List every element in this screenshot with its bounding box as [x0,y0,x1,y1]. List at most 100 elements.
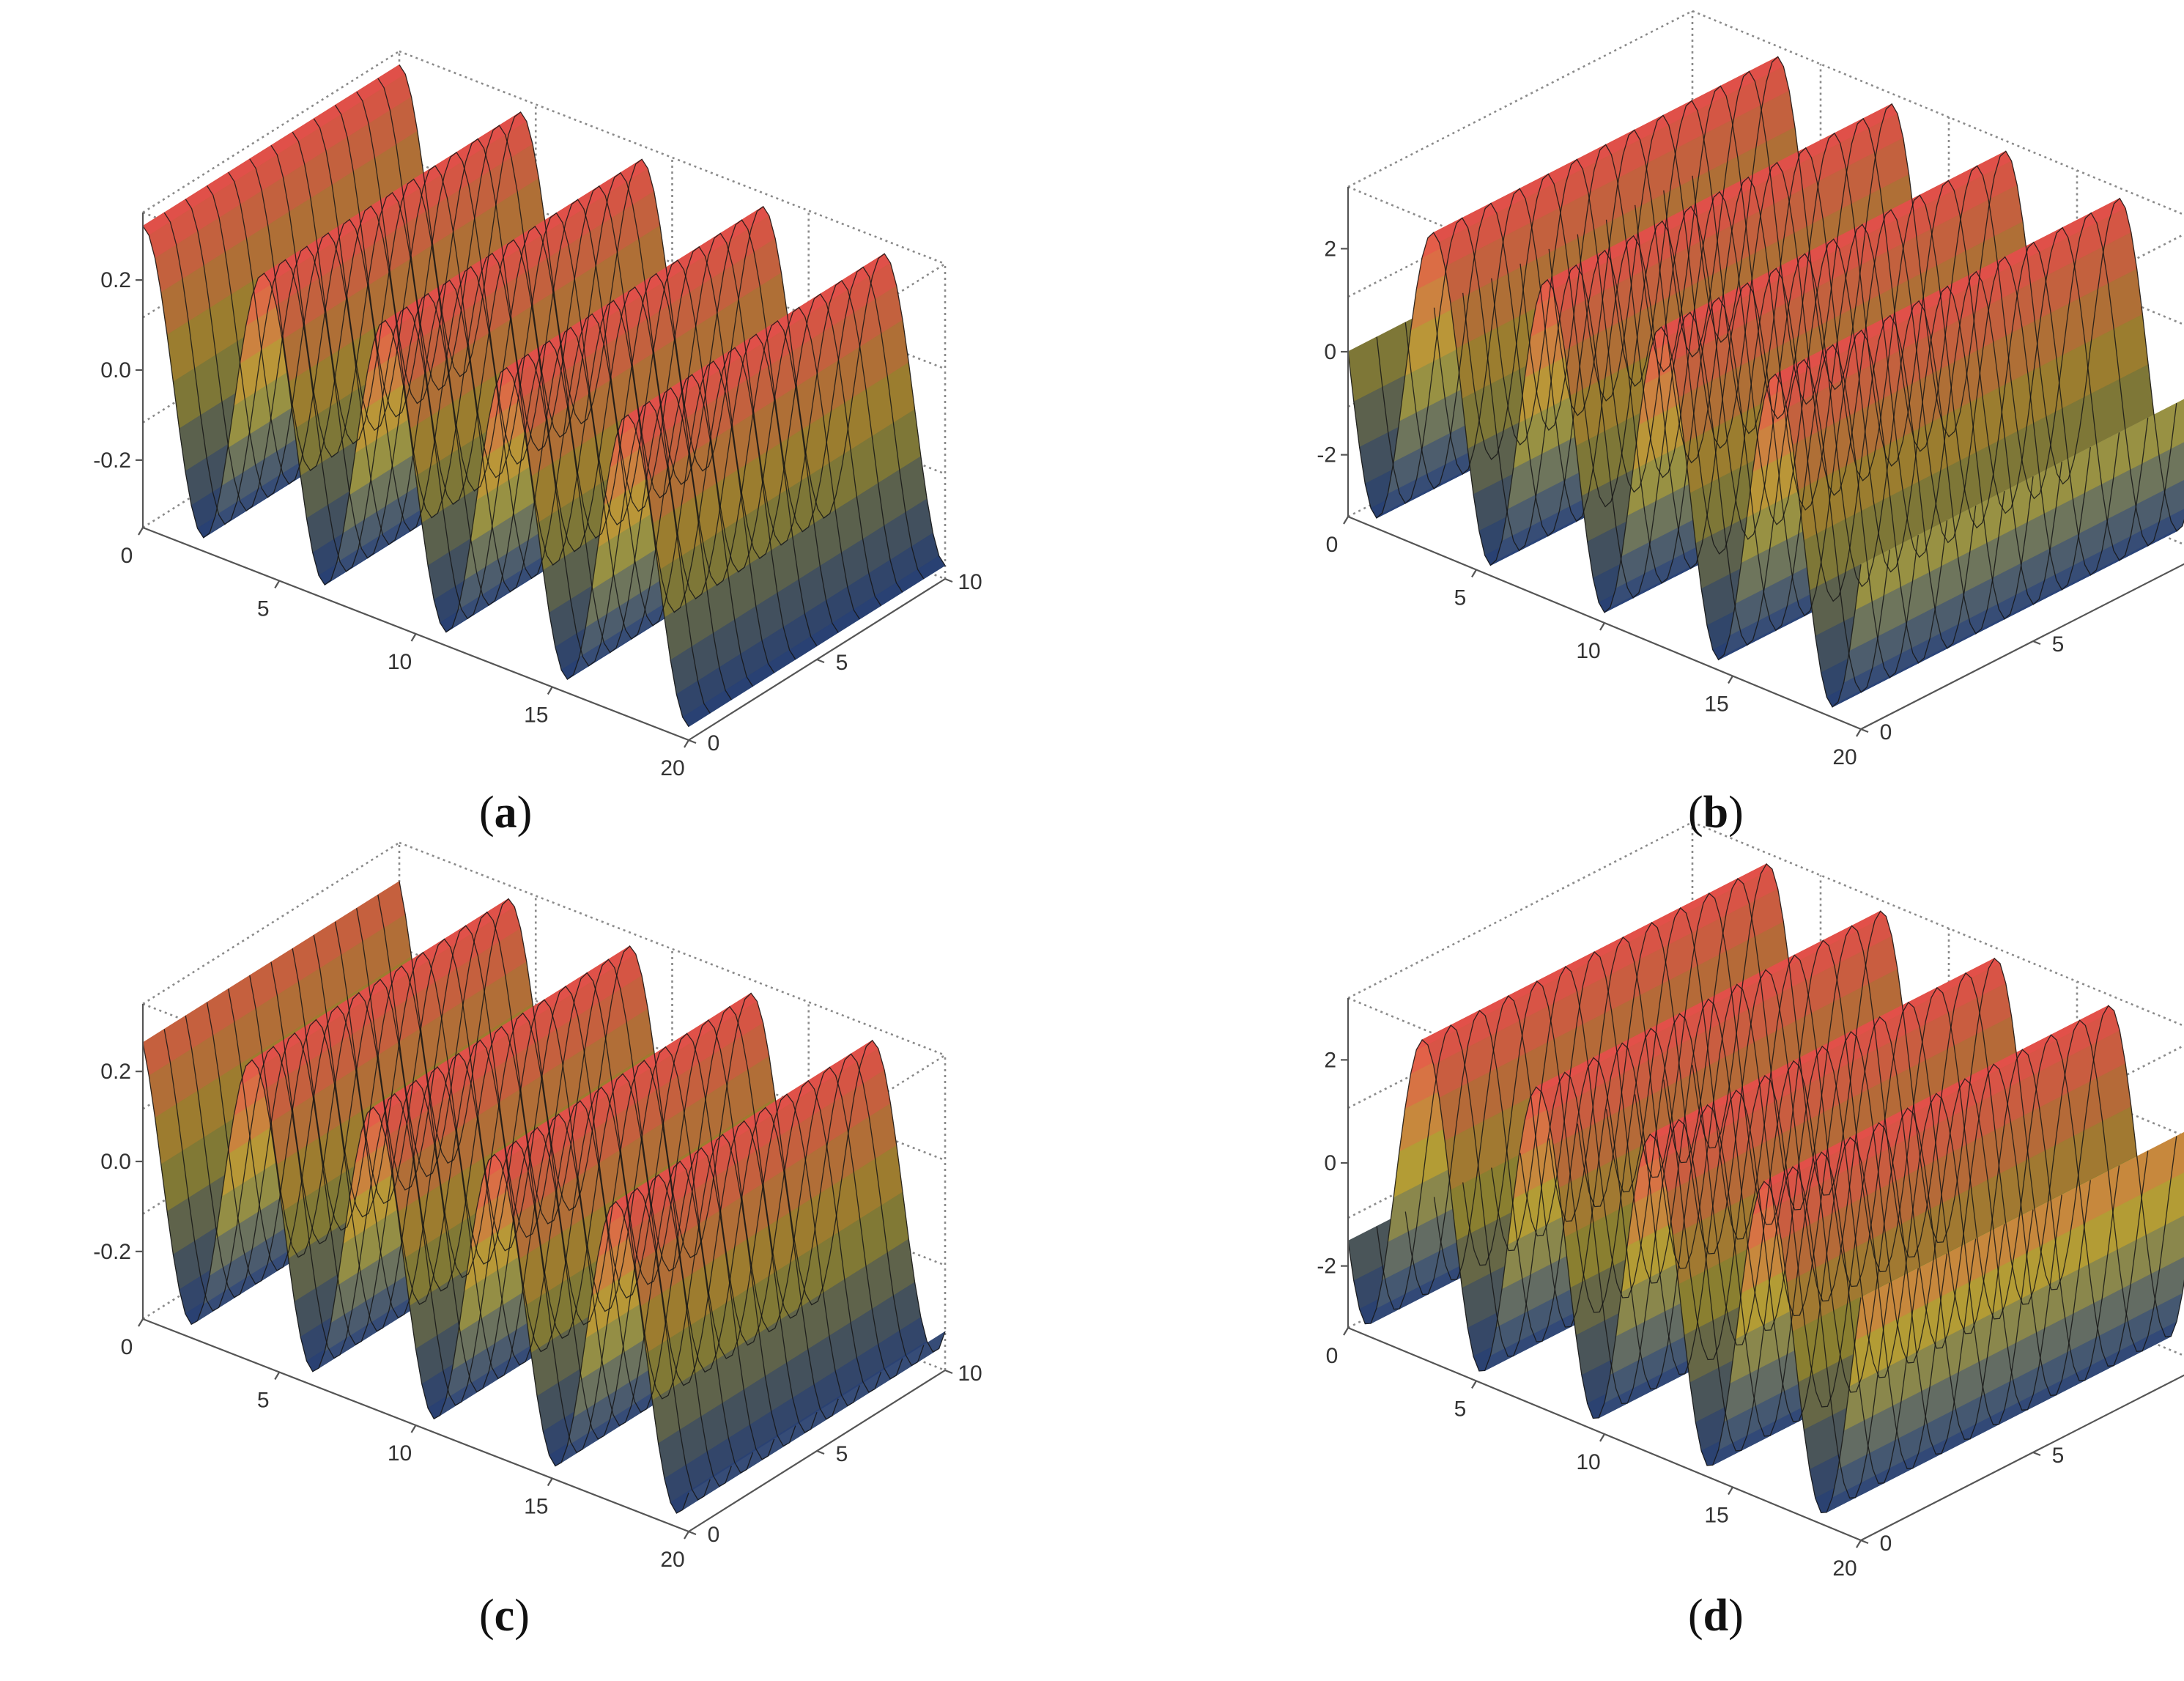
x-tick-mark [1728,1486,1733,1496]
y-tick-label: 5 [2052,1444,2065,1468]
z-tick-label: 0.0 [100,1150,131,1174]
y-tick-mark [1860,728,1869,734]
x-tick-label: 0 [121,544,133,568]
y-tick-mark [688,1530,697,1536]
mesh-line [249,158,796,660]
mesh-line [377,78,925,580]
y-tick-label: 0 [1880,720,1892,745]
x-tick-label: 15 [1704,692,1728,717]
z-tick-label: -2 [1317,443,1336,468]
y-tick-label: 10 [958,1362,982,1386]
mesh-line [206,185,754,687]
x-tick-label: 5 [257,597,270,621]
panel-label-a: (a) [479,788,533,838]
y-tick-label: 5 [836,1442,848,1466]
y-tick-mark [944,1369,953,1375]
x-tick-label: 5 [1454,1397,1467,1422]
y-tick-label: 5 [836,651,848,675]
panel-label-c: (c) [479,1591,530,1641]
x-tick-label: 10 [1576,639,1600,663]
x-tick-mark [1599,622,1605,631]
y-tick-mark [2032,1451,2041,1457]
x-tick-label: 10 [388,650,412,674]
x-tick-label: 15 [524,703,548,728]
x-tick-label: 0 [1326,533,1339,557]
x-tick-mark [138,527,144,536]
z-tick-label: 2 [1324,1048,1336,1072]
box-edge [142,50,400,214]
x-tick-label: 20 [660,756,684,780]
y-tick-label: 0 [1880,1532,1892,1556]
x-tick-mark [274,580,281,589]
mesh-line [399,64,946,566]
y-tick-mark [816,658,825,664]
y-tick-label: 5 [2052,632,2065,657]
surface-a [142,64,946,728]
panel-label-d: (d) [1688,1591,1744,1641]
z-tick-label: -2 [1317,1255,1336,1279]
x-tick-mark [274,1371,281,1381]
y-tick-mark [688,739,697,745]
x-tick-label: 20 [1832,745,1857,769]
x-tick-mark [410,633,417,642]
x-tick-mark [1471,1380,1477,1389]
x-tick-mark [1728,675,1733,684]
x-tick-mark [547,686,553,695]
y-tick-mark [944,577,953,583]
x-tick-label: 0 [121,1335,133,1359]
x-tick-label: 10 [388,1441,412,1466]
x-tick-mark [410,1425,417,1433]
z-tick-label: 0.2 [100,1060,131,1084]
y-tick-mark [1860,1539,1869,1545]
box-edge [399,50,946,265]
x-tick-label: 0 [1326,1344,1339,1368]
z-tick-label: 2 [1324,237,1336,261]
x-tick-label: 5 [257,1389,270,1413]
x-tick-mark [1856,1540,1862,1548]
y-tick-mark [2032,640,2041,646]
mesh-a [142,64,946,727]
z-tick-label: 0 [1324,1151,1336,1175]
y-tick-mark [816,1449,825,1455]
x-tick-label: 20 [1832,1556,1857,1581]
z-tick-label: 0.2 [100,268,131,292]
x-tick-mark [138,1318,144,1327]
box-edge [688,262,946,426]
mesh-line [292,131,839,633]
y-tick-label: 0 [708,1523,720,1547]
y-tick-label: 0 [708,731,720,755]
mesh-line [356,91,903,593]
x-tick-label: 10 [1576,1450,1600,1474]
axes-a: 0 5 10 15 20 0 5 10 0.2 0.0 -0.2 [93,213,982,780]
surface-c [142,881,946,1514]
z-tick-label: -0.2 [93,448,131,473]
z-tick-label: -0.2 [93,1240,131,1264]
x-tick-label: 5 [1454,586,1467,610]
surface-d [1347,863,2184,1513]
x-tick-label: 15 [1704,1504,1728,1528]
x-tick-mark [684,739,689,748]
z-tick-label: 0 [1324,340,1336,364]
x-tick-mark [1471,569,1477,578]
mesh-line [142,226,689,727]
x-tick-mark [1599,1433,1605,1442]
panel-label-b: (b) [1688,788,1744,838]
surface-chart-a: 0 5 10 15 20 0 5 10 0.2 0.0 -0.2 [93,50,982,780]
x-tick-label: 15 [524,1495,548,1519]
y-tick-label: 10 [958,570,982,594]
mesh-line [334,105,882,606]
x-tick-mark [1856,728,1862,737]
mesh-line [270,145,818,646]
mesh-line [163,212,711,714]
mesh-line [313,118,860,620]
x-tick-mark [547,1477,553,1487]
x-tick-mark [1343,1327,1349,1336]
surface-chart-b: 05101520051020-2 [1317,10,2184,769]
z-tick-label: 0.0 [100,358,131,383]
x-tick-mark [1343,516,1349,525]
mesh-line [228,171,775,673]
surface-chart-d: 05101520051020-2 [1317,821,2184,1581]
